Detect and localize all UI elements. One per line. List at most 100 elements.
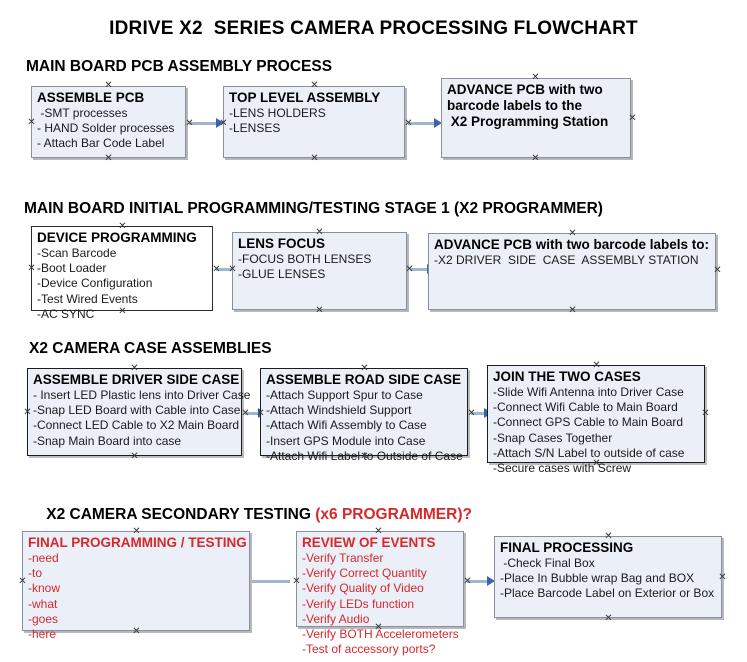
box-line: -Device Configuration <box>37 276 153 291</box>
connector-line <box>410 268 432 271</box>
connection-point-icon[interactable] <box>132 527 141 536</box>
connection-point-icon[interactable] <box>18 577 27 586</box>
connection-point-icon[interactable] <box>228 265 237 274</box>
connection-point-icon[interactable] <box>241 409 250 418</box>
box-assemble-driver-side-case[interactable]: ASSEMBLE DRIVER SIDE CASE - Insert LED P… <box>27 368 250 456</box>
connector-line <box>467 580 492 583</box>
box-header: FINAL PROGRAMMING / TESTING <box>28 535 247 550</box>
box-line: -Scan Barcode <box>37 246 117 260</box>
connection-point-icon[interactable] <box>23 408 32 417</box>
box-line: -Place Barcode Label on Exterior or Box <box>500 586 715 601</box>
connection-point-icon[interactable] <box>713 266 722 275</box>
section-title-x2-camera-case-assemblies: X2 CAMERA CASE ASSEMBLIES <box>29 340 272 357</box>
box-line: -LENS HOLDERS <box>229 106 326 120</box>
connection-point-icon[interactable] <box>256 409 265 418</box>
connection-point-icon[interactable] <box>130 364 139 373</box>
box-advance-pcb-driver-side[interactable]: ADVANCE PCB with two barcode labels to: … <box>428 233 716 310</box>
box-device-programming[interactable]: DEVICE PROGRAMMING -Scan Barcode -Boot L… <box>31 226 213 321</box>
box-line: -Snap Main Board into case <box>33 433 182 448</box>
box-line: -need <box>28 551 59 565</box>
connection-point-icon[interactable] <box>315 228 324 237</box>
connection-point-icon[interactable] <box>568 229 577 238</box>
box-line: -Snap Cases Together <box>493 430 613 445</box>
connection-point-icon[interactable] <box>360 452 369 461</box>
box-line: -GLUE LENSES <box>238 267 326 282</box>
connection-point-icon[interactable] <box>360 364 369 373</box>
box-line: -Connect Wifi Cable to Main Board <box>493 400 678 415</box>
connection-point-icon[interactable] <box>531 154 540 163</box>
box-final-processing[interactable]: FINAL PROCESSING -Check Final Box -Place… <box>494 536 722 618</box>
box-line-overflow: -Test of accessory ports? <box>302 642 436 657</box>
box-header: ADVANCE PCB with two <box>447 82 603 97</box>
box-join-the-two-cases[interactable]: JOIN THE TWO CASES -Slide Wifi Antenna i… <box>487 365 705 475</box>
connection-point-icon[interactable] <box>315 306 324 315</box>
connection-point-icon[interactable] <box>604 614 613 623</box>
connection-point-icon[interactable] <box>718 573 727 582</box>
connection-point-icon[interactable] <box>404 119 413 128</box>
connection-point-icon[interactable] <box>374 623 383 632</box>
box-header: DEVICE PROGRAMMING <box>37 230 197 245</box>
box-line: -Verify Transfer <box>302 551 384 565</box>
box-lens-focus[interactable]: LENS FOCUS -FOCUS BOTH LENSES -GLUE LENS… <box>232 232 407 310</box>
connector-line <box>245 412 263 415</box>
connection-point-icon[interactable] <box>701 409 710 418</box>
connector-line <box>189 122 219 125</box>
connector-arrowhead-icon <box>434 118 442 128</box>
box-line: -Check Final Box <box>500 556 595 570</box>
box-header: ASSEMBLE ROAD SIDE CASE <box>266 372 462 387</box>
connection-point-icon[interactable] <box>292 577 301 586</box>
connection-point-icon[interactable] <box>104 81 113 90</box>
connector-arrowhead-icon <box>487 576 495 586</box>
box-line: -what <box>28 596 58 611</box>
box-header: JOIN THE TWO CASES <box>493 369 641 384</box>
connector-line <box>216 268 238 271</box>
connection-point-icon[interactable] <box>27 264 36 273</box>
box-line: - Attach Bar Code Label <box>37 136 165 151</box>
connection-point-icon[interactable] <box>604 532 613 541</box>
connection-point-icon[interactable] <box>104 154 113 163</box>
box-advance-pcb-programming-station[interactable]: ADVANCE PCB with two barcode labels to t… <box>441 78 631 158</box>
box-line: -goes <box>28 611 59 626</box>
box-header: FINAL PROCESSING <box>500 540 634 555</box>
connection-point-icon[interactable] <box>212 265 221 274</box>
connection-point-icon[interactable] <box>467 409 476 418</box>
connection-point-icon[interactable] <box>463 577 472 586</box>
connection-point-icon[interactable] <box>219 119 228 128</box>
connection-point-icon[interactable] <box>405 265 414 274</box>
page-title: IDRIVE X2 SERIES CAMERA PROCESSING FLOWC… <box>109 18 638 39</box>
box-assemble-pcb[interactable]: ASSEMBLE PCB -SMT processes - HAND Solde… <box>31 86 186 158</box>
box-header: ASSEMBLE PCB <box>37 90 145 105</box>
connection-point-icon[interactable] <box>118 222 127 231</box>
connection-point-icon[interactable] <box>568 306 577 315</box>
connection-point-icon[interactable] <box>592 459 601 468</box>
connection-point-icon[interactable] <box>310 81 319 90</box>
box-final-programming-testing[interactable]: FINAL PROGRAMMING / TESTING -need -to -k… <box>22 531 250 641</box>
box-line: -Insert GPS Module into Case <box>266 433 426 448</box>
box-line: - HAND Solder processes <box>37 121 175 136</box>
box-header: TOP LEVEL ASSEMBLY <box>229 90 381 105</box>
connection-point-icon[interactable] <box>130 452 139 461</box>
section-title-x2-camera-secondary-testing: X2 CAMERA SECONDARY TESTING (x6 PROGRAMM… <box>29 488 472 542</box>
box-line: -Verify LEDs function <box>302 596 415 611</box>
box-review-of-events[interactable]: REVIEW OF EVENTS -Verify Transfer -Verif… <box>296 531 464 656</box>
box-line: -to <box>28 566 43 581</box>
box-top-level-assembly[interactable]: TOP LEVEL ASSEMBLY -LENS HOLDERS -LENSES <box>223 86 405 158</box>
box-header: LENS FOCUS <box>238 236 326 251</box>
connection-point-icon[interactable] <box>531 73 540 82</box>
box-line: -Snap LED Board with Cable into Case <box>33 403 241 418</box>
connection-point-icon[interactable] <box>310 154 319 163</box>
connection-point-icon[interactable] <box>592 361 601 370</box>
connection-point-icon[interactable] <box>27 118 36 127</box>
box-line: -Test Wired Events <box>37 291 138 306</box>
connection-point-icon[interactable] <box>118 307 127 316</box>
box-line: -Attach Wifi Assembly to Case <box>266 418 427 433</box>
connection-point-icon[interactable] <box>628 114 637 123</box>
connection-point-icon[interactable] <box>132 627 141 636</box>
connection-point-icon[interactable] <box>374 527 383 536</box>
box-assemble-road-side-case[interactable]: ASSEMBLE ROAD SIDE CASE -Attach Support … <box>260 368 468 463</box>
box-line: -Verify Quality of Video <box>302 581 424 596</box>
section-title-text: X2 CAMERA SECONDARY TESTING <box>46 506 316 523</box>
box-line: -here <box>28 627 57 642</box>
connection-point-icon[interactable] <box>185 119 194 128</box>
